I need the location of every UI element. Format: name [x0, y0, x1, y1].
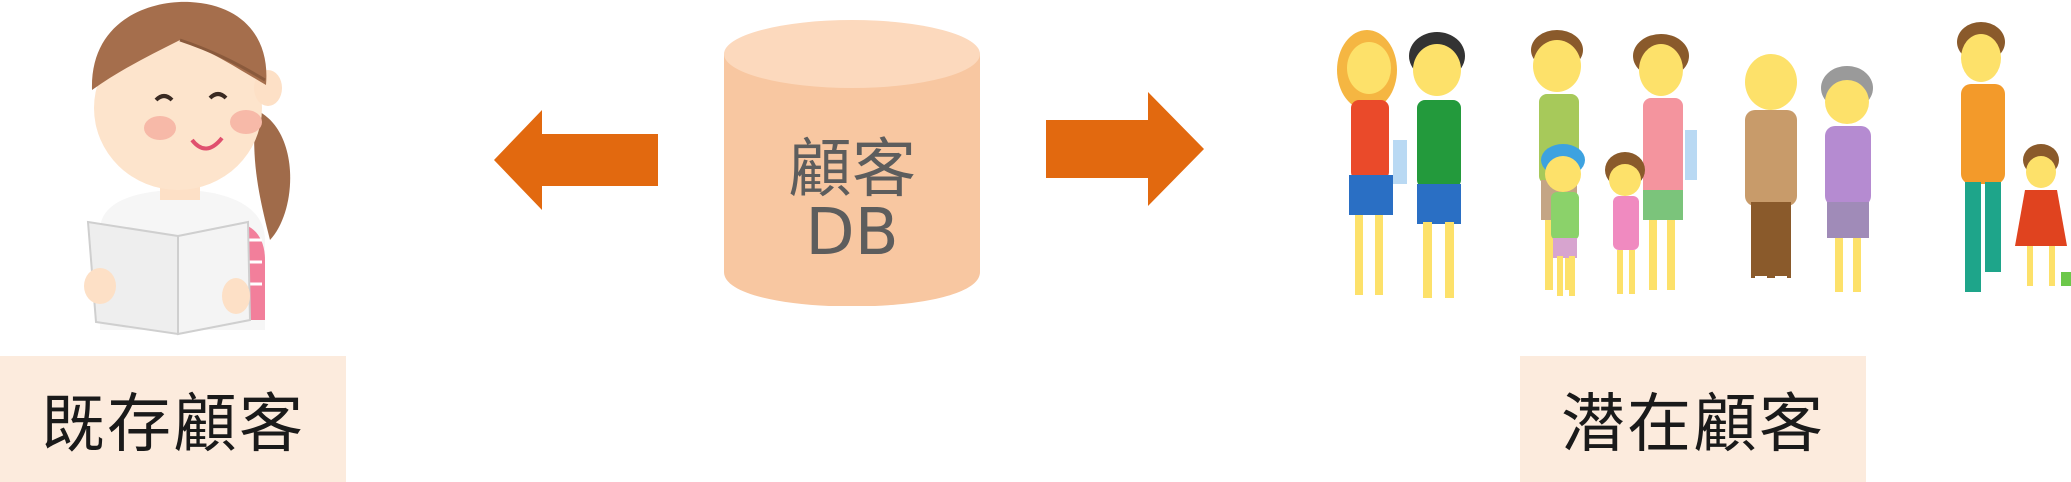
person-6 [1605, 152, 1645, 294]
potential-customer-text: 潜在顧客 [1561, 388, 1825, 462]
person-5 [1633, 34, 1697, 290]
database-label-line2: DB [805, 196, 899, 270]
arrow-left-icon [494, 110, 658, 210]
person-7 [1745, 54, 1797, 290]
person-1 [1337, 30, 1407, 295]
potential-customer-label: 潜在顧客 [1520, 356, 1866, 482]
person-9 [1957, 22, 2005, 292]
existing-customer-text: 既存顧客 [41, 388, 305, 462]
person-10 [2015, 144, 2071, 286]
woman-reading-icon [84, 1, 291, 336]
existing-customer-label: 既存顧客 [0, 356, 346, 482]
person-4 [1541, 144, 1585, 296]
person-8 [1821, 66, 1873, 292]
database-label-line1: 顧客 [788, 133, 916, 207]
person-2 [1409, 32, 1465, 298]
database-icon [724, 20, 980, 306]
arrow-right-icon [1046, 92, 1204, 206]
crowd-of-people-icon [1337, 22, 2071, 298]
